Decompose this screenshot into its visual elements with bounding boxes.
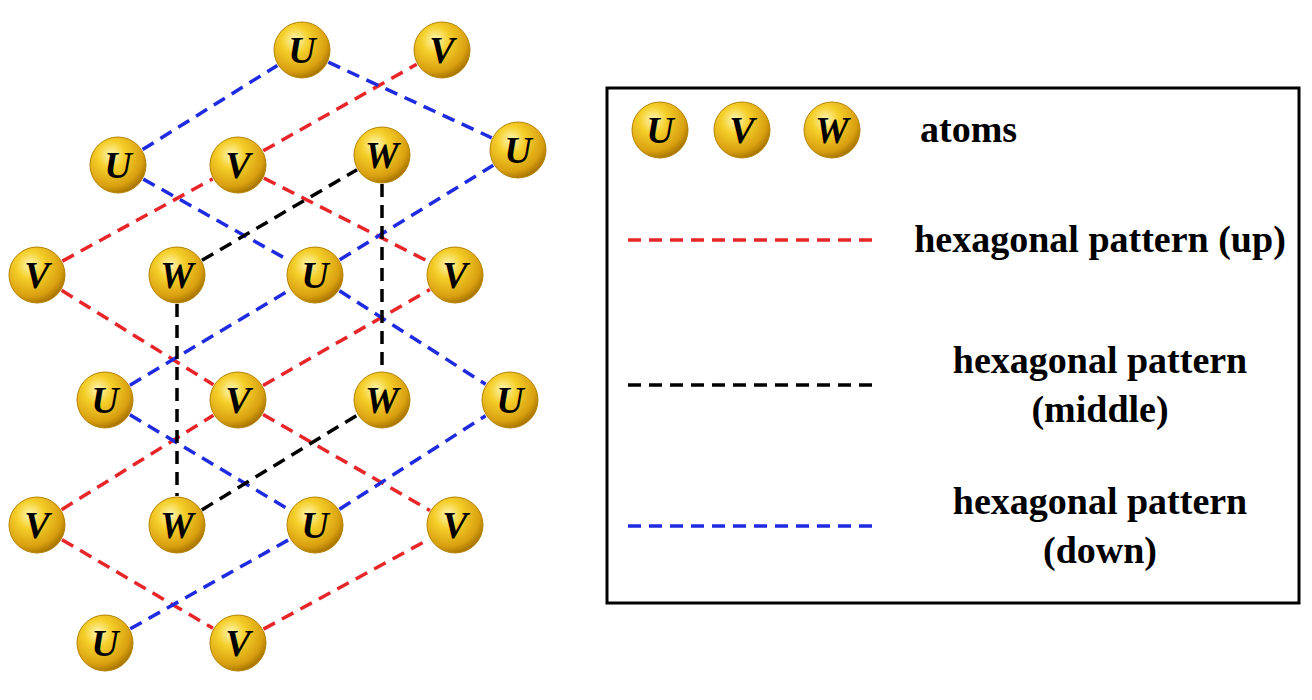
- atom-circle: V: [209, 371, 267, 429]
- lattice-bond: [130, 415, 290, 510]
- atom-circle: V: [8, 496, 66, 554]
- atom-label: W: [148, 496, 206, 554]
- lattice-bond: [62, 290, 214, 384]
- legend-text: hexagonal pattern (down): [905, 477, 1295, 576]
- atom-label: V: [209, 371, 267, 429]
- atom-label: V: [8, 496, 66, 554]
- atom-label: W: [353, 371, 411, 429]
- lattice-bond: [263, 415, 430, 511]
- atom-circle: V: [713, 101, 771, 159]
- legend-box: [607, 88, 1299, 603]
- atom-label: W: [803, 101, 861, 159]
- atom-label: V: [209, 136, 267, 194]
- atom-label: V: [8, 246, 66, 304]
- atom-circle: U: [489, 121, 547, 179]
- legend-text: atoms: [920, 105, 1220, 154]
- atom-label: U: [481, 371, 539, 429]
- lattice-bond: [175, 304, 179, 496]
- lattice-bond: [62, 415, 214, 509]
- atom-circle: V: [8, 246, 66, 304]
- atom-circle: W: [148, 496, 206, 554]
- legend-sample-red: [628, 238, 880, 242]
- lattice-bond: [380, 184, 384, 371]
- lattice-bond: [130, 290, 290, 385]
- lattice-bond: [143, 179, 289, 261]
- atom-circle: U: [89, 136, 147, 194]
- atom-label: U: [89, 136, 147, 194]
- lattice-bond: [263, 290, 430, 386]
- atom-circle: W: [803, 101, 861, 159]
- atom-label: W: [353, 126, 411, 184]
- atom-circle: V: [426, 496, 484, 554]
- atom-label: V: [426, 496, 484, 554]
- atom-label: V: [426, 246, 484, 304]
- atom-circle: W: [148, 246, 206, 304]
- atom-label: W: [148, 246, 206, 304]
- lattice-bond: [340, 165, 494, 260]
- atom-circle: U: [481, 371, 539, 429]
- atom-circle: V: [209, 614, 267, 672]
- lattice-bond: [339, 291, 485, 385]
- legend-text: hexagonal pattern (up): [905, 215, 1295, 264]
- atom-circle: W: [353, 371, 411, 429]
- atom-circle: V: [413, 21, 471, 79]
- atom-circle: V: [209, 136, 267, 194]
- atom-label: U: [76, 371, 134, 429]
- lattice-bond: [62, 540, 213, 629]
- atom-label: U: [631, 101, 689, 159]
- lattice-bond: [202, 415, 357, 510]
- lattice-bond: [328, 62, 491, 138]
- legend-text: hexagonal pattern (middle): [905, 336, 1295, 435]
- atom-circle: U: [286, 246, 344, 304]
- lattice-bond: [62, 179, 212, 261]
- atom-circle: V: [426, 246, 484, 304]
- atom-label: U: [273, 21, 331, 79]
- lattice-bond: [264, 539, 430, 629]
- atom-label: V: [413, 21, 471, 79]
- atom-label: V: [713, 101, 771, 159]
- lattice-bond: [130, 539, 289, 629]
- atom-circle: U: [76, 371, 134, 429]
- atom-label: U: [76, 614, 134, 672]
- legend-sample-black: [628, 383, 880, 387]
- atom-label: U: [286, 246, 344, 304]
- atom-circle: W: [353, 126, 411, 184]
- atom-circle: U: [76, 614, 134, 672]
- atom-label: V: [209, 614, 267, 672]
- atom-circle: U: [273, 21, 331, 79]
- atom-label: U: [286, 496, 344, 554]
- atom-circle: U: [631, 101, 689, 159]
- atom-label: U: [489, 121, 547, 179]
- lattice-bond: [143, 65, 278, 149]
- legend-sample-blue: [628, 524, 880, 528]
- atom-circle: U: [286, 496, 344, 554]
- lattice-bond: [339, 416, 485, 510]
